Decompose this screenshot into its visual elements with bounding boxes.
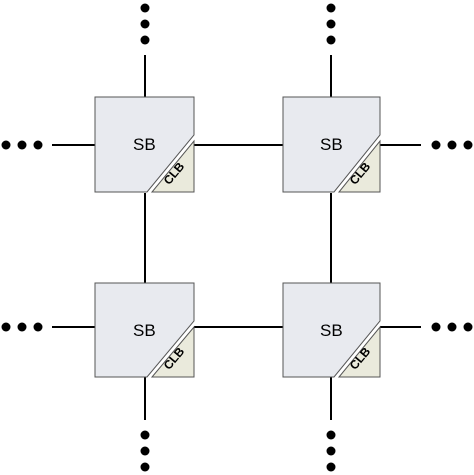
dots-top-right — [326, 3, 336, 45]
tile-top-left: SB CLB — [94, 96, 195, 193]
dots-right-bottom — [431, 322, 473, 332]
logic-block — [337, 139, 381, 193]
switch-box-label: SB — [133, 321, 156, 340]
continuation-dots — [1, 3, 473, 472]
dots-bottom-left — [140, 430, 150, 472]
dots-bottom-right — [326, 430, 336, 472]
logic-block — [150, 325, 195, 378]
wires — [52, 55, 421, 420]
dots-right-top — [431, 140, 473, 150]
switch-box-label: SB — [320, 321, 343, 340]
tile-top-right: SB CLB — [282, 96, 381, 193]
switch-box — [282, 282, 381, 378]
switch-box-label: SB — [320, 135, 343, 154]
dots-top-left — [140, 3, 150, 45]
logic-block — [150, 139, 195, 193]
dots-left-top — [1, 140, 43, 150]
tile-bottom-left: SB CLB — [94, 282, 195, 378]
switch-box-label: SB — [133, 135, 156, 154]
dots-left-bottom — [1, 322, 43, 332]
tile-bottom-right: SB CLB — [282, 282, 381, 378]
switch-box — [282, 96, 381, 193]
logic-block — [337, 325, 381, 378]
switch-box — [94, 282, 195, 378]
switch-box — [94, 96, 195, 193]
